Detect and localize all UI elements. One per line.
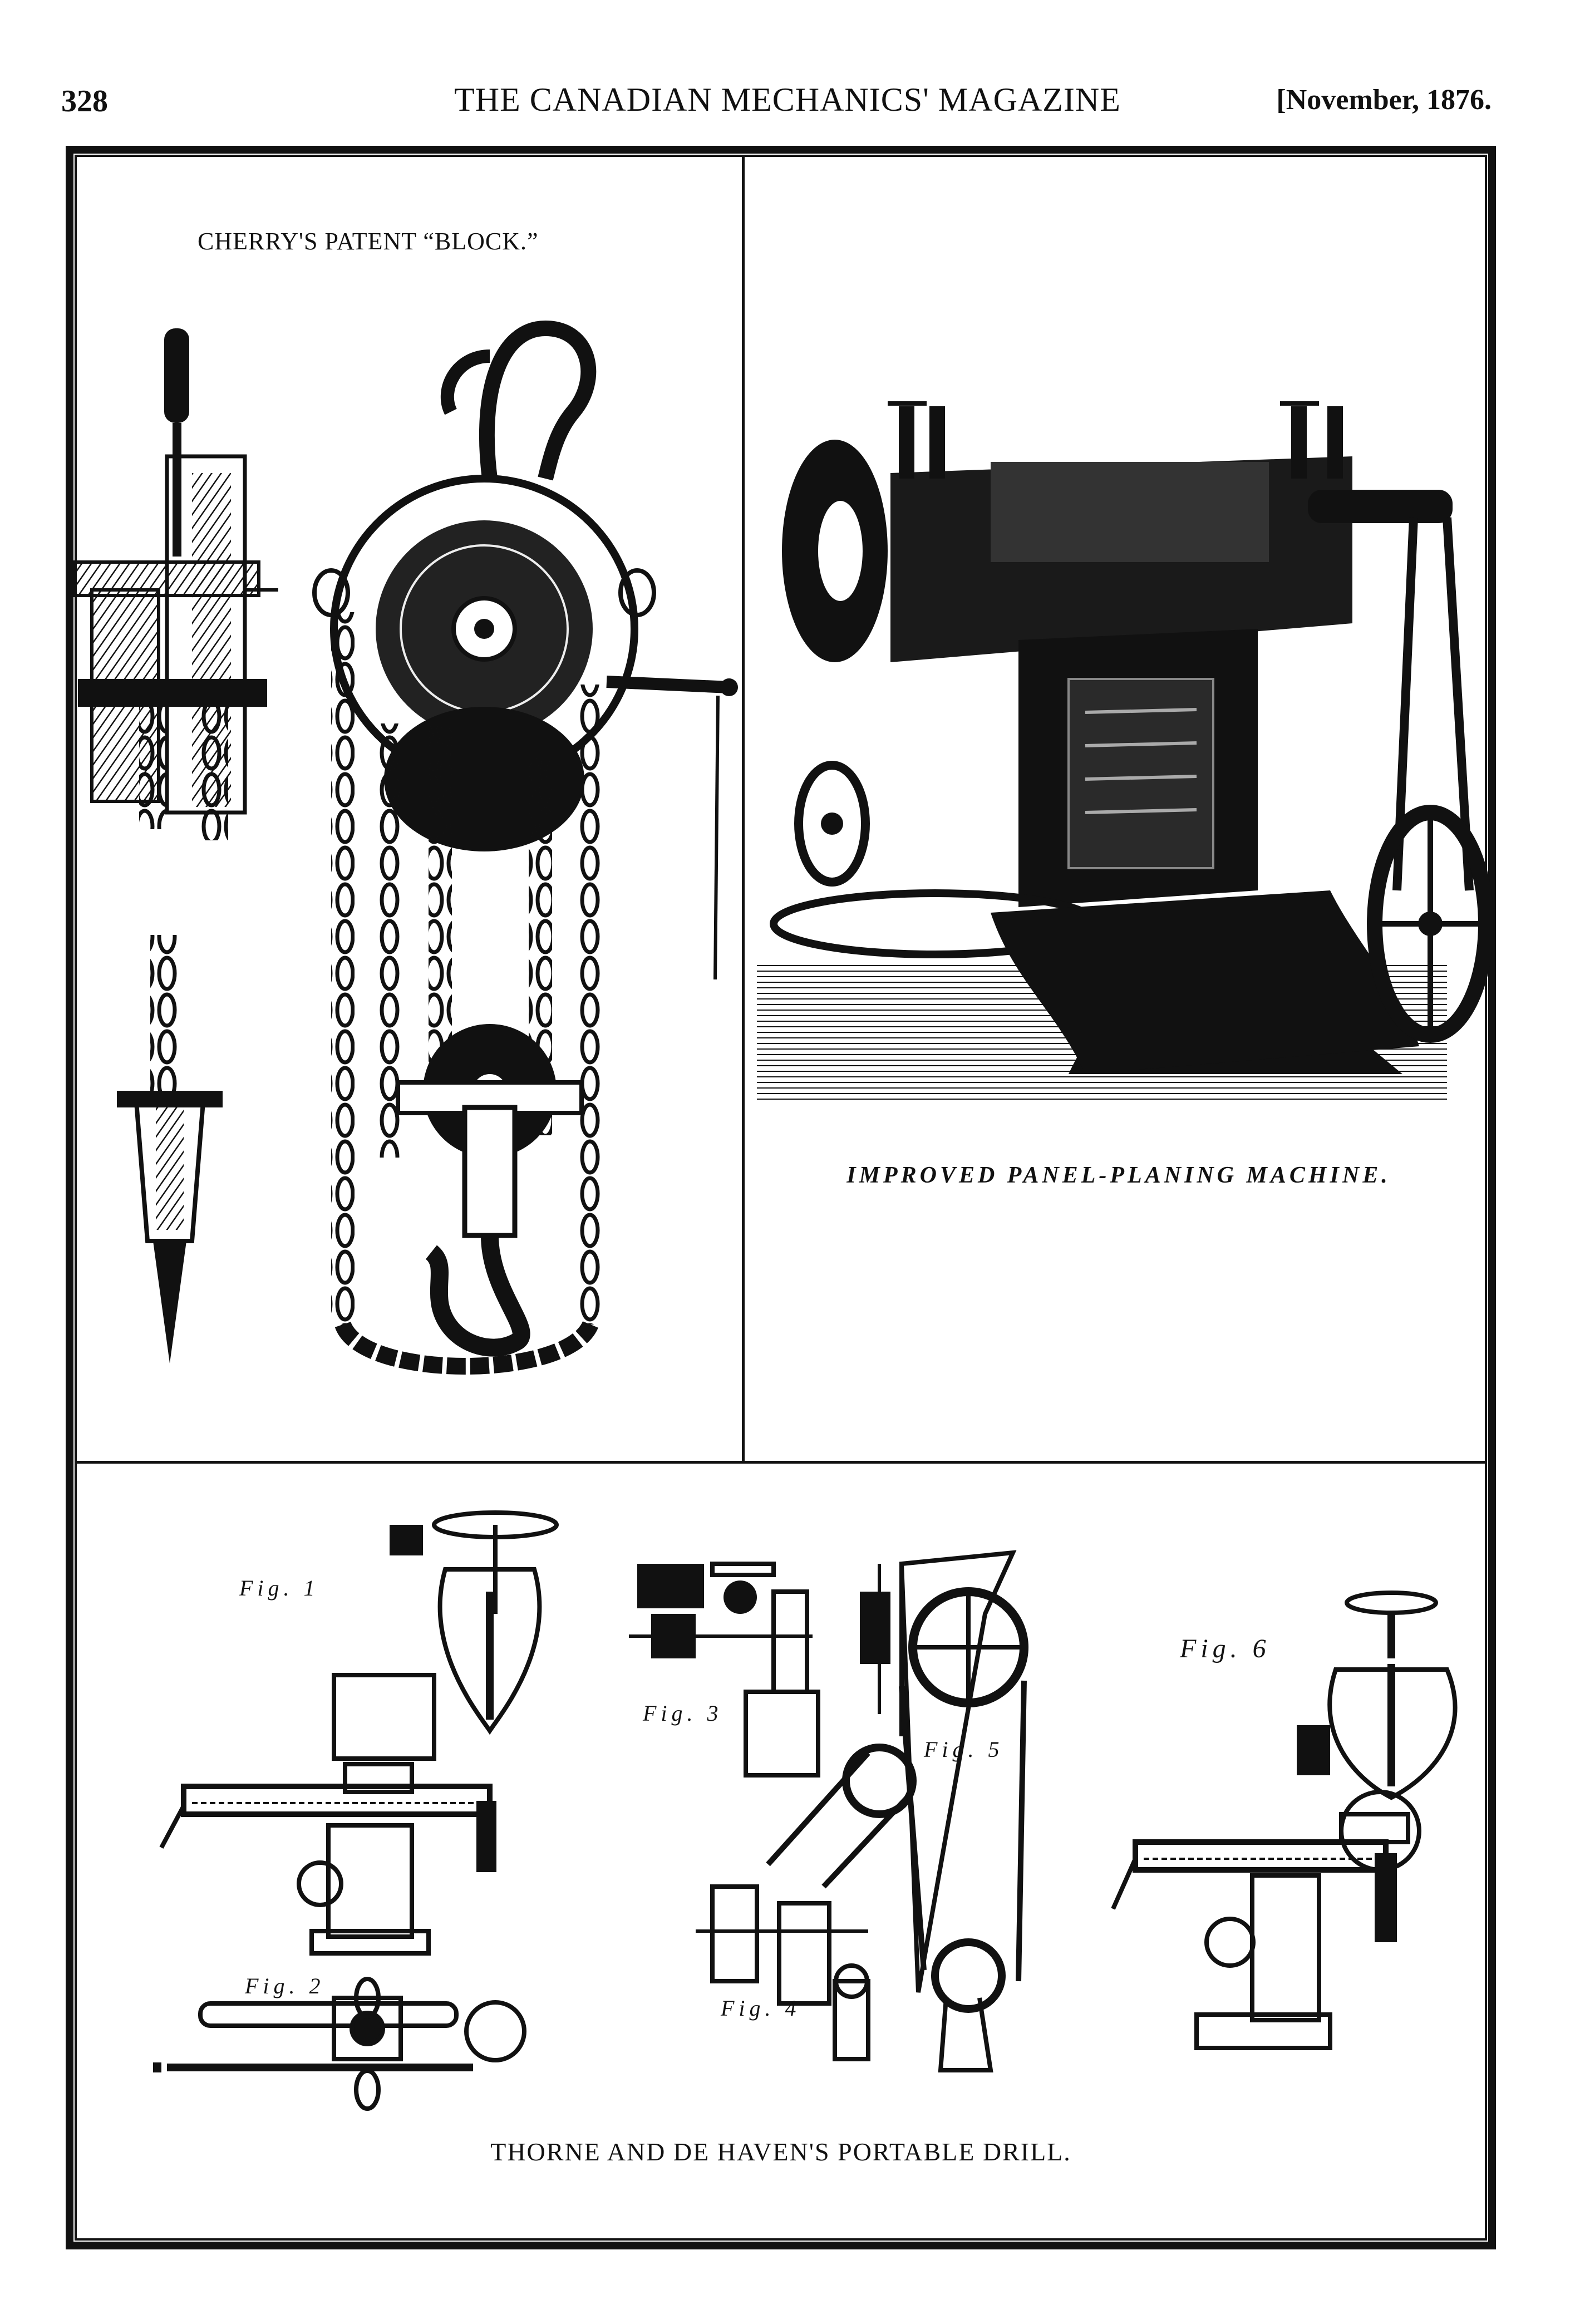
fig-label-2: Fig. 2 [245,1973,325,1998]
block-main-view [312,320,738,1375]
page-header: 328 THE CANADIAN MECHANICS' MAGAZINE [No… [0,0,1575,139]
issue-date: [November, 1876. [1276,84,1492,116]
fig-label-4: Fig. 4 [721,1996,801,2021]
block-hook-detail [117,935,223,1363]
vertical-divider [742,156,745,1461]
fig-label-6: Fig. 6 [1180,1634,1271,1663]
fig-label-1: Fig. 1 [239,1575,319,1601]
drill-caption: THORNE AND DE HAVEN'S PORTABLE DRILL. [490,2138,1071,2166]
drill-fig-1 [159,1510,559,1956]
horizontal-divider [75,1461,1487,1464]
page-number: 328 [61,84,108,119]
panel-planer-illustration [757,401,1494,1102]
inner-frame [75,155,1487,2241]
fig-label-3: Fig. 3 [643,1701,723,1726]
drill-fig-2 [153,1977,526,2111]
block-side-view [73,328,278,840]
chain-block-illustration [73,320,738,1375]
drill-fig-6 [1111,1591,1458,2050]
magazine-title: THE CANADIAN MECHANICS' MAGAZINE [454,81,1121,118]
block-caption: CHERRY'S PATENT “BLOCK.” [198,228,539,255]
portable-drill-illustration [153,1510,1458,2111]
planer-caption: IMPROVED PANEL-PLANING MACHINE. [846,1163,1391,1188]
fig-label-5: Fig. 5 [924,1737,1004,1762]
drill-fig-3-4-5 [629,1550,1028,2072]
outer-frame [66,146,1496,2249]
